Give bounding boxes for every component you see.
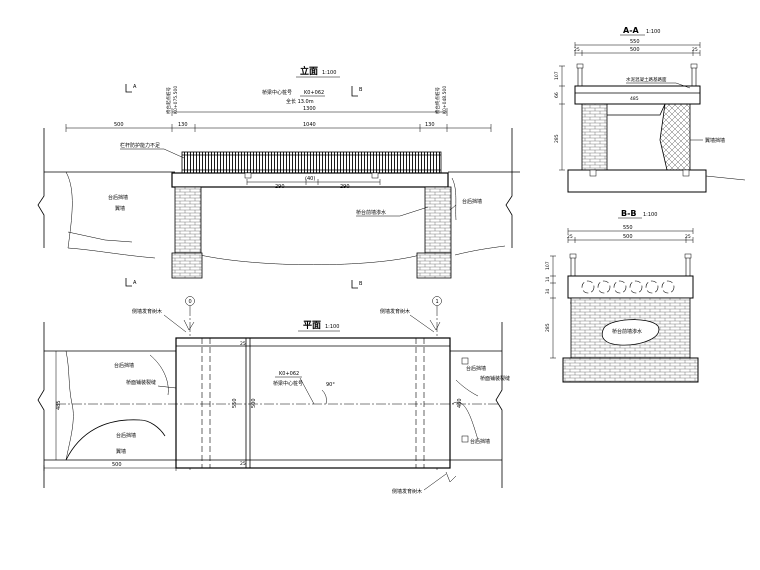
- plan-title: 平面: [303, 320, 321, 331]
- plan-dim-550: 550: [232, 398, 238, 408]
- bb-v-14: 14: [545, 276, 550, 282]
- bb-note: 桥台前墙渗水: [612, 328, 642, 335]
- plan-note-tree-r: 侧墙发育树木: [380, 308, 410, 315]
- plan-note-pavement-l: 桥面铺装裂缝: [126, 379, 156, 386]
- elev-dim-1040: 1040: [303, 122, 316, 128]
- right-station-label: 桥台终点桩号: [434, 87, 441, 114]
- elevation-center-label: 桥梁中心桩号: [262, 89, 292, 96]
- elev-dim-left: 500: [114, 122, 124, 128]
- left-station-label: 桥台起点桩号: [165, 87, 172, 114]
- elevation-title: 立面: [300, 65, 318, 77]
- plan-dim-460: 460: [457, 398, 463, 408]
- plan-angle: 90°: [326, 382, 335, 388]
- plan-dim-25b: 25: [240, 461, 246, 467]
- elev-dim-center: (40): [305, 176, 315, 182]
- section-mark-b-top: B: [359, 87, 363, 93]
- abutment-right: [424, 186, 452, 254]
- plan-scale: 1:100: [325, 324, 339, 330]
- bb-dim-25r: 25: [685, 234, 691, 240]
- section-mark-a-bot: A: [133, 280, 137, 286]
- section-bb: B-B 1:100 550 500 25 25 460 45 45: [545, 209, 699, 383]
- plan-note-tree-l: 侧墙发育树木: [132, 308, 162, 315]
- bb-title: B-B: [621, 209, 637, 218]
- left-station: K0+075.500: [173, 86, 179, 114]
- abutment-right-footing: [416, 252, 452, 279]
- aa-note-slab: 水泥混凝土路基路面: [626, 76, 667, 83]
- note-abutment-seepage: 桥台前墙渗水: [356, 209, 386, 216]
- section-mark-b-bot: B: [359, 281, 363, 287]
- note-backwall-left: 台后挡墙: [108, 194, 128, 201]
- aa-dim-25l: 25: [574, 47, 580, 53]
- plan-view: 平面 1:100 0 1 25 25 550 500: [37, 296, 510, 495]
- axis-1: 1: [436, 299, 439, 305]
- bb-v-285: 285: [545, 323, 551, 332]
- plan-note-pavement-r: 桥面铺装裂缝: [480, 375, 510, 382]
- plan-deck: [175, 337, 451, 469]
- note-wingwall-left: 翼墙: [115, 205, 125, 212]
- bb-dim-25l: 25: [567, 234, 573, 240]
- bb-v-107: 107: [545, 261, 551, 270]
- elev-dim-total: 1300: [303, 106, 316, 112]
- bb-dim-500: 500: [623, 234, 633, 240]
- deck-slab: [171, 172, 449, 188]
- plan-note-backwall-r: 台后挡墙: [466, 365, 486, 372]
- bb-v-34: 34: [545, 288, 550, 294]
- right-station: K0+048.500: [442, 86, 448, 114]
- plan-note-wing-l: 翼墙: [116, 448, 126, 455]
- elev-dim-130a: 130: [178, 122, 188, 128]
- abutment-left-footing: [171, 252, 203, 279]
- bb-dim-550: 550: [623, 225, 633, 231]
- hollow-slab-voids: [581, 280, 675, 294]
- aa-v-107: 107: [554, 71, 560, 80]
- aa-title: A-A: [623, 26, 640, 35]
- bb-scale: 1:100: [643, 212, 657, 218]
- note-backwall-right: 台后挡墙: [462, 198, 482, 205]
- aa-dim-485: 485: [630, 96, 639, 102]
- plan-dim-485: 485: [56, 400, 62, 410]
- elevation-center-station: K0+062: [304, 90, 324, 96]
- aa-dim-500: 500: [630, 47, 640, 53]
- aa-dim-550: 550: [630, 39, 640, 45]
- elevation-total-length: 全长 13.0m: [286, 98, 314, 105]
- plan-dim-500: 500: [251, 398, 257, 408]
- elev-dim-290l: 290: [275, 184, 285, 190]
- aa-v-66: 66: [554, 92, 560, 98]
- plan-dim-25a: 25: [240, 341, 246, 347]
- aa-scale: 1:100: [646, 29, 660, 35]
- elevation-scale: 1:100: [322, 70, 336, 76]
- plan-center-station: K0+062: [279, 371, 299, 377]
- elev-dim-130b: 130: [425, 122, 435, 128]
- elevation-view: 立面 1:100 桥梁中心桩号 K0+062 全长 13.0m 桥台起点桩号 K…: [37, 65, 520, 289]
- plan-dim-left: 500: [112, 462, 122, 468]
- plan-note-backwall-l: 台后挡墙: [114, 362, 134, 369]
- elev-dim-290r: 290: [340, 184, 350, 190]
- plan-note-backwall-r2: 台后挡墙: [470, 438, 490, 445]
- plan-center-label: 桥梁中心桩号: [273, 380, 303, 387]
- section-mark-a-top: A: [133, 84, 137, 90]
- note-railing: 栏杆防护能力不足: [120, 142, 160, 149]
- aa-dim-25r: 25: [692, 47, 698, 53]
- section-aa: A-A 1:100 550 500 25 25 水泥混凝土路基路面 485 翼墙…: [554, 26, 746, 193]
- plan-note-tree-b: 侧墙发育树木: [392, 488, 422, 495]
- abutment-left: [174, 186, 202, 254]
- axis-0: 0: [189, 299, 192, 305]
- aa-note-wing: 翼墙挡墙: [705, 137, 725, 144]
- aa-v-285: 285: [554, 134, 560, 143]
- plan-note-backwall-l2: 台后挡墙: [116, 432, 136, 439]
- seepage-zone: [601, 319, 660, 346]
